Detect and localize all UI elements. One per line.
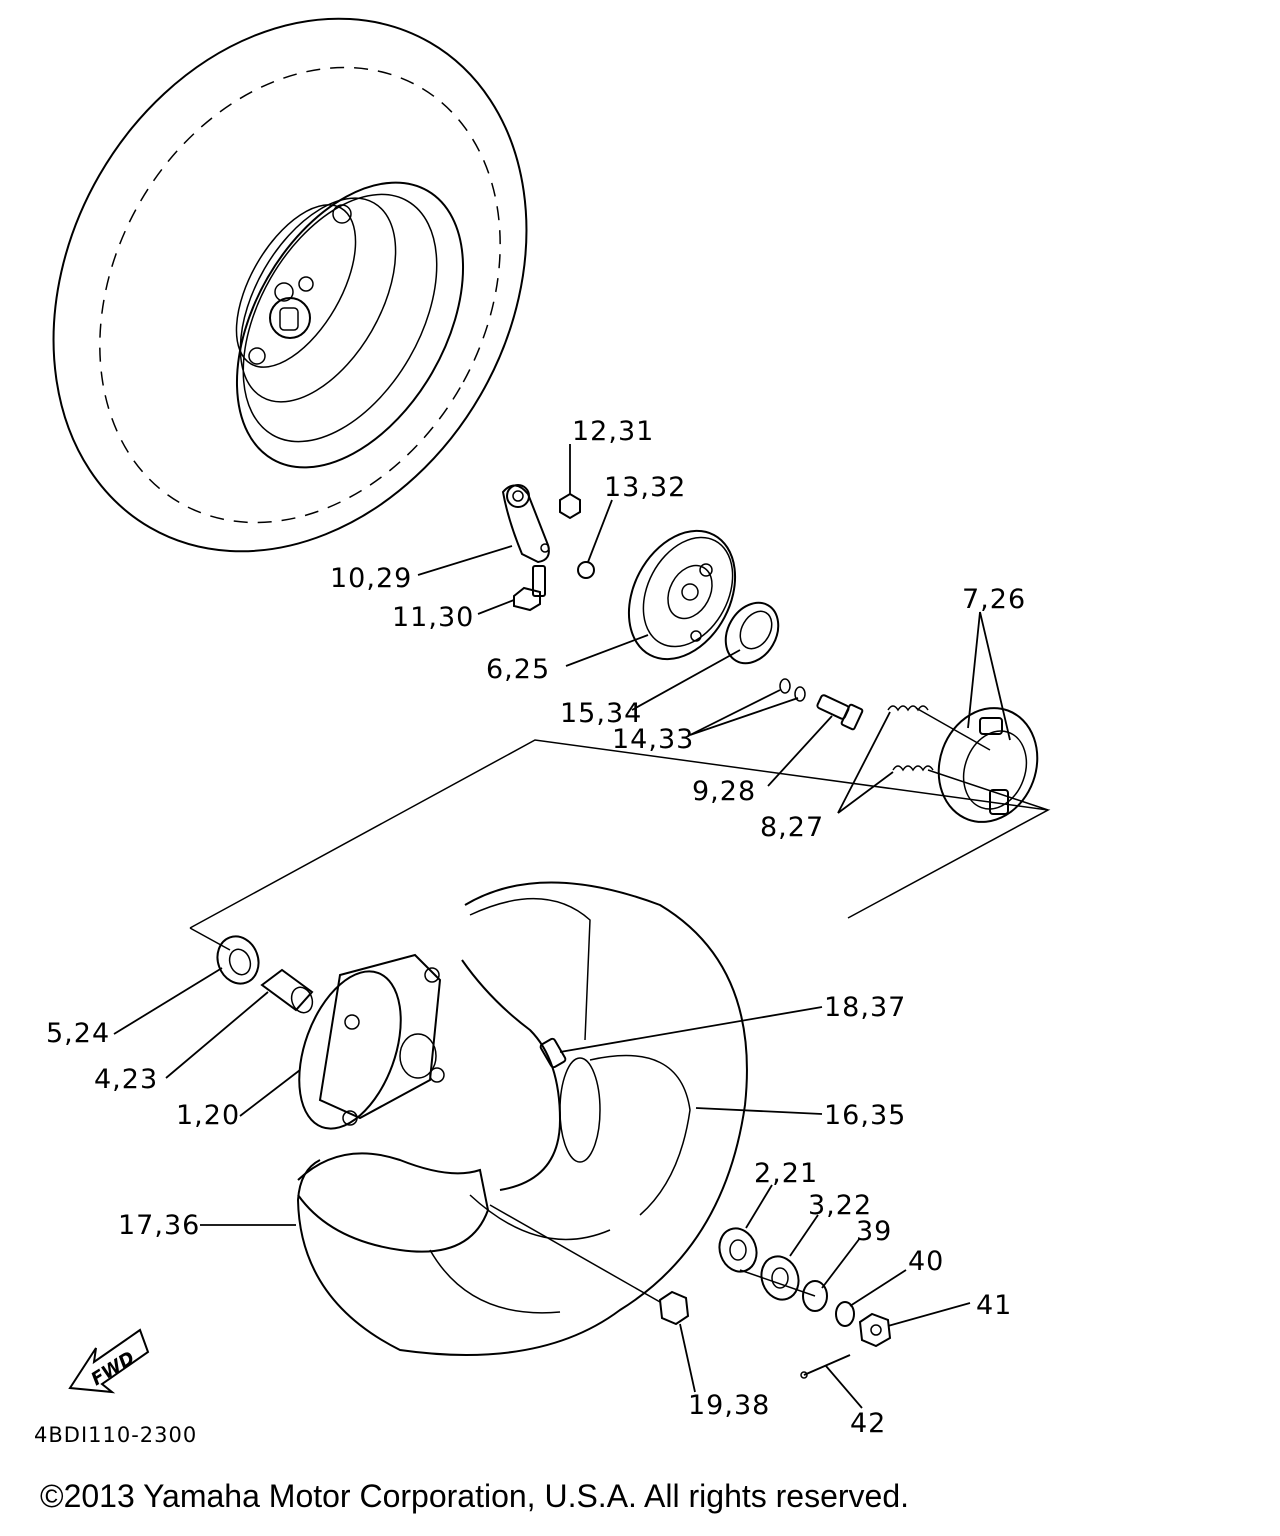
- oil-seal: [724, 601, 780, 665]
- fwd-arrow: FWD: [68, 1328, 150, 1394]
- o-rings: [779, 678, 806, 702]
- callout-12-31: 12,31: [572, 416, 654, 447]
- wheel-bearing-right-2: [760, 1255, 800, 1301]
- lever-nut: [559, 492, 581, 520]
- rim-inner-half: [461, 959, 601, 1191]
- axle-nut: [858, 1312, 892, 1348]
- callout-42: 42: [850, 1408, 886, 1439]
- rim-outer-half: [297, 1152, 490, 1253]
- assembly-outline: [189, 739, 1051, 929]
- valve-stem: [539, 1037, 567, 1069]
- callout-8-27: 8,27: [760, 812, 824, 843]
- lever-bolt: [513, 565, 546, 612]
- callout-13-32: 13,32: [604, 472, 686, 503]
- wheel-hub: [298, 953, 445, 1130]
- callout-7-26: 7,26: [962, 584, 1026, 615]
- callout-17-36: 17,36: [118, 1210, 200, 1241]
- callout-11-30: 11,30: [392, 602, 474, 633]
- callout-1-20: 1,20: [176, 1100, 240, 1131]
- callout-10-29: 10,29: [330, 563, 412, 594]
- brake-camshaft-lever: [501, 484, 550, 564]
- washer-ring: [577, 561, 595, 579]
- callout-39: 39: [856, 1216, 892, 1247]
- wheel-bearing-right-1: [718, 1227, 758, 1273]
- tire: [296, 881, 748, 1356]
- brake-shoes: [937, 707, 1039, 823]
- callout-3-22: 3,22: [808, 1190, 872, 1221]
- callout-18-37: 18,37: [824, 992, 906, 1023]
- callout-19-38: 19,38: [688, 1390, 770, 1421]
- callout-41: 41: [976, 1290, 1012, 1321]
- callout-2-21: 2,21: [754, 1158, 818, 1189]
- callout-40: 40: [908, 1246, 944, 1277]
- assembled-wheel: [52, 17, 528, 553]
- cotter-pin: [800, 1354, 851, 1379]
- callout-9-28: 9,28: [692, 776, 756, 807]
- washer: [835, 1301, 855, 1327]
- bearing-spacer: [260, 968, 314, 1014]
- assembled-wheel-hub: [248, 204, 352, 365]
- callout-15-34: 15,34: [560, 698, 642, 729]
- callout-16-35: 16,35: [824, 1100, 906, 1131]
- drawing-code: 4BDI110-2300: [34, 1423, 197, 1447]
- hub-nut: [658, 1290, 690, 1326]
- brake-camshaft: [816, 694, 864, 731]
- callout-4-23: 4,23: [94, 1064, 158, 1095]
- collar: [802, 1280, 828, 1312]
- leader-lines: [113, 444, 1011, 1409]
- callout-14-33: 14,33: [612, 724, 694, 755]
- callout-5-24: 5,24: [46, 1018, 110, 1049]
- brake-shoe-plate: [627, 529, 737, 661]
- wheel-bearing-left: [216, 935, 260, 985]
- callout-6-25: 6,25: [486, 654, 550, 685]
- copyright-notice: ©2013 Yamaha Motor Corporation, U.S.A. A…: [40, 1478, 910, 1514]
- brake-shoe-springs: [887, 705, 934, 772]
